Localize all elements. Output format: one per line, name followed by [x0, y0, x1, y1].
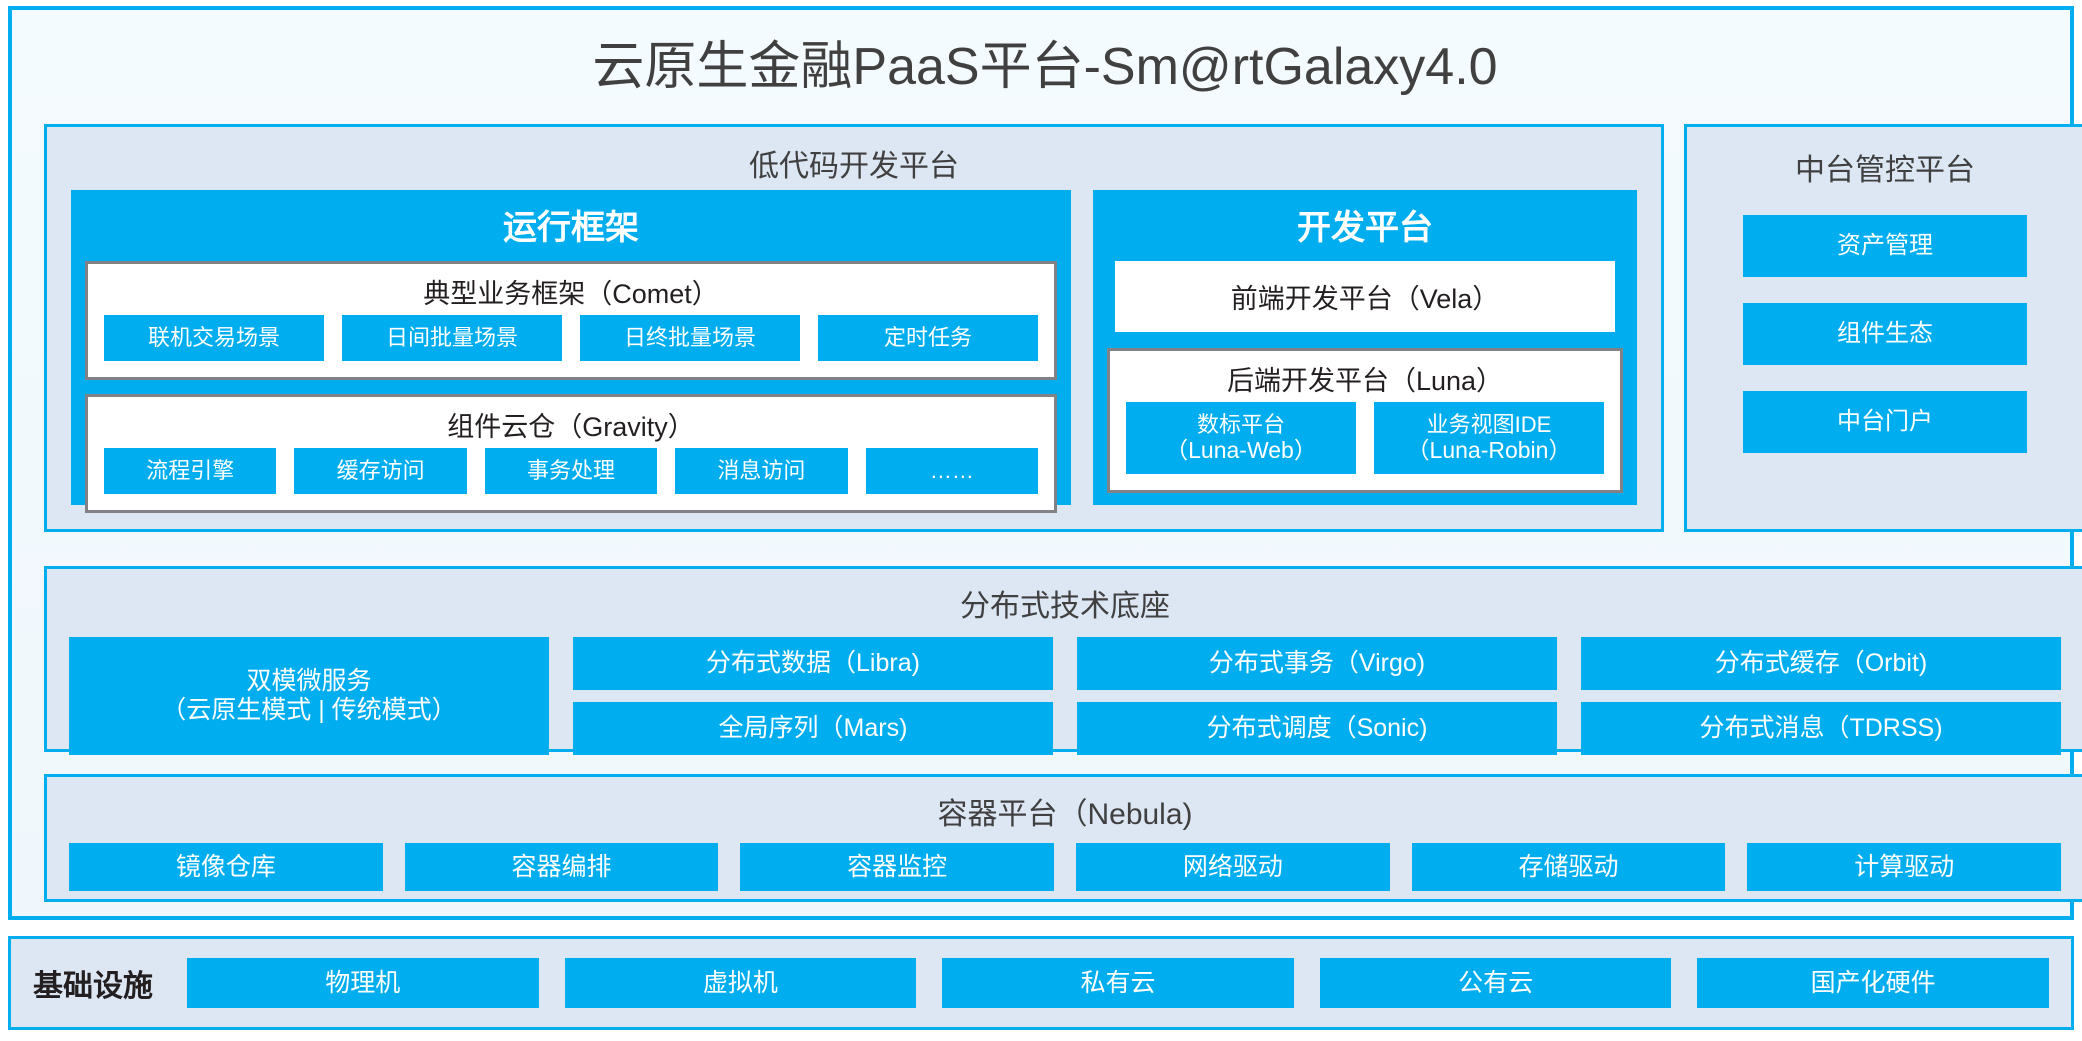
container-cell-image-registry[interactable]: 镜像仓库: [69, 843, 383, 891]
container-platform-title: 容器平台（Nebula): [937, 798, 1193, 831]
tech-cell-orbit[interactable]: 分布式缓存（Orbit): [1581, 637, 2061, 690]
container-cell-network-driver[interactable]: 网络驱动: [1076, 843, 1390, 891]
container-cell-compute-driver[interactable]: 计算驱动: [1747, 843, 2062, 891]
tile-luna-robin[interactable]: 业务视图IDE （Luna-Robin）: [1374, 402, 1604, 474]
tech-base-body: 双模微服务 （云原生模式 | 传统模式） 分布式数据（Libra) 全局序列（M…: [47, 625, 2082, 755]
tile-luna-web[interactable]: 数标平台 （Luna-Web）: [1126, 402, 1356, 474]
gravity-tile-row: 流程引擎 缓存访问 事务处理 消息访问 ……: [88, 448, 1054, 510]
tech-cell-libra[interactable]: 分布式数据（Libra): [573, 637, 1053, 690]
runtime-framework-title: 运行框架: [503, 209, 639, 247]
midplatform-item-asset-management[interactable]: 资产管理: [1743, 215, 2027, 277]
tile-scheduled-task[interactable]: 定时任务: [818, 315, 1038, 361]
tech-base-title: 分布式技术底座: [960, 590, 1170, 623]
backend-tile-row: 数标平台 （Luna-Web） 业务视图IDE （Luna-Robin）: [1110, 402, 1620, 490]
midplatform-item-component-ecosystem[interactable]: 组件生态: [1743, 303, 2027, 365]
comet-tile-row: 联机交易场景 日间批量场景 日终批量场景 定时任务: [88, 315, 1054, 377]
tile-more-ellipsis[interactable]: ……: [865, 448, 1039, 494]
comet-group: 典型业务框架（Comet） 联机交易场景 日间批量场景 日终批量场景 定时任务: [85, 261, 1057, 380]
development-platform-column: 开发平台 前端开发平台（Vela） 后端开发平台（Luna） 数标平台 （Lun…: [1093, 190, 1637, 505]
tech-dual-mode-microservice[interactable]: 双模微服务 （云原生模式 | 传统模式）: [69, 637, 549, 755]
lowcode-platform-title: 低代码开发平台: [749, 150, 959, 183]
gravity-group: 组件云仓（Gravity） 流程引擎 缓存访问 事务处理 消息访问 ……: [85, 394, 1057, 513]
container-platform-panel: 容器平台（Nebula) 镜像仓库 容器编排 容器监控 网络驱动 存储驱动 计算…: [44, 774, 2082, 902]
runtime-framework-panel: 运行框架 典型业务框架（Comet） 联机交易场景 日间批量场景 日终批量场景 …: [71, 190, 1071, 513]
backend-platform-title: 后端开发平台（Luna）: [1226, 366, 1504, 396]
tech-dual-mode-line2: （云原生模式 | 传统模式）: [161, 696, 457, 724]
runtime-framework-column: 运行框架 典型业务框架（Comet） 联机交易场景 日间批量场景 日终批量场景 …: [71, 190, 1071, 513]
frontend-platform-box[interactable]: 前端开发平台（Vela）: [1115, 261, 1615, 332]
tile-process-engine[interactable]: 流程引擎: [104, 448, 277, 494]
container-cell-orchestration[interactable]: 容器编排: [404, 843, 719, 891]
tile-transaction-processing[interactable]: 事务处理: [484, 448, 658, 494]
tech-cell-sonic[interactable]: 分布式调度（Sonic): [1077, 702, 1557, 755]
tech-dual-mode-line1: 双模微服务: [246, 667, 372, 696]
tile-eod-batch[interactable]: 日终批量场景: [580, 315, 800, 361]
comet-group-title: 典型业务框架（Comet）: [423, 279, 719, 309]
tech-cell-virgo[interactable]: 分布式事务（Virgo): [1077, 637, 1557, 690]
tile-intraday-batch[interactable]: 日间批量场景: [342, 315, 562, 361]
tech-base-panel: 分布式技术底座 双模微服务 （云原生模式 | 传统模式） 分布式数据（Libra…: [44, 566, 2082, 755]
tech-group-1: 分布式数据（Libra) 全局序列（Mars): [573, 637, 1053, 755]
infrastructure-label: 基础设施: [33, 970, 153, 1003]
page-title: 云原生金融PaaS平台-Sm@rtGalaxy4.0: [592, 38, 1498, 96]
infrastructure-cell-public-cloud[interactable]: 公有云: [1319, 958, 1672, 1008]
gravity-group-title: 组件云仓（Gravity）: [447, 412, 695, 442]
infrastructure-cell-virtual-machine[interactable]: 虚拟机: [564, 958, 917, 1008]
midplatform-title: 中台管控平台: [1795, 154, 1975, 187]
container-cell-monitoring[interactable]: 容器监控: [740, 843, 1055, 891]
tech-cell-tdrss[interactable]: 分布式消息（TDRSS): [1581, 702, 2061, 755]
tile-luna-web-line1: 数标平台: [1196, 412, 1285, 438]
lowcode-platform-panel: 低代码开发平台 运行框架 典型业务框架（Comet） 联机交易场景 日间批量场景…: [44, 124, 1664, 532]
tile-cache-access[interactable]: 缓存访问: [294, 448, 467, 494]
backend-platform-group: 后端开发平台（Luna） 数标平台 （Luna-Web） 业务视图IDE （Lu…: [1107, 348, 1623, 493]
tech-group-2: 分布式事务（Virgo) 分布式调度（Sonic): [1077, 637, 1557, 755]
tile-luna-robin-line1: 业务视图IDE: [1426, 412, 1552, 438]
tile-luna-robin-line2: （Luna-Robin）: [1406, 437, 1572, 464]
tile-luna-web-line2: （Luna-Web）: [1165, 437, 1317, 464]
tech-cell-mars[interactable]: 全局序列（Mars): [573, 702, 1053, 755]
tile-message-access[interactable]: 消息访问: [675, 448, 848, 494]
main-frame: 云原生金融PaaS平台-Sm@rtGalaxy4.0 低代码开发平台 运行框架 …: [8, 6, 2082, 920]
midplatform-item-portal[interactable]: 中台门户: [1743, 391, 2027, 453]
infrastructure-panel: 基础设施 物理机 虚拟机 私有云 公有云 国产化硬件: [8, 936, 2074, 1030]
infrastructure-cell-physical-machine[interactable]: 物理机: [187, 958, 539, 1008]
infrastructure-cell-domestic-hardware[interactable]: 国产化硬件: [1697, 958, 2049, 1008]
tile-online-transaction[interactable]: 联机交易场景: [104, 315, 324, 361]
development-platform-title: 开发平台: [1297, 209, 1433, 247]
infrastructure-cell-private-cloud[interactable]: 私有云: [942, 958, 1294, 1008]
tech-group-3: 分布式缓存（Orbit) 分布式消息（TDRSS): [1581, 637, 2061, 755]
development-platform-panel: 开发平台 前端开发平台（Vela） 后端开发平台（Luna） 数标平台 （Lun…: [1093, 190, 1637, 505]
container-cell-storage-driver[interactable]: 存储驱动: [1411, 843, 1726, 891]
container-platform-row: 镜像仓库 容器编排 容器监控 网络驱动 存储驱动 计算驱动: [47, 833, 2082, 891]
midplatform-panel: 中台管控平台 资产管理 组件生态 中台门户: [1684, 124, 2082, 532]
